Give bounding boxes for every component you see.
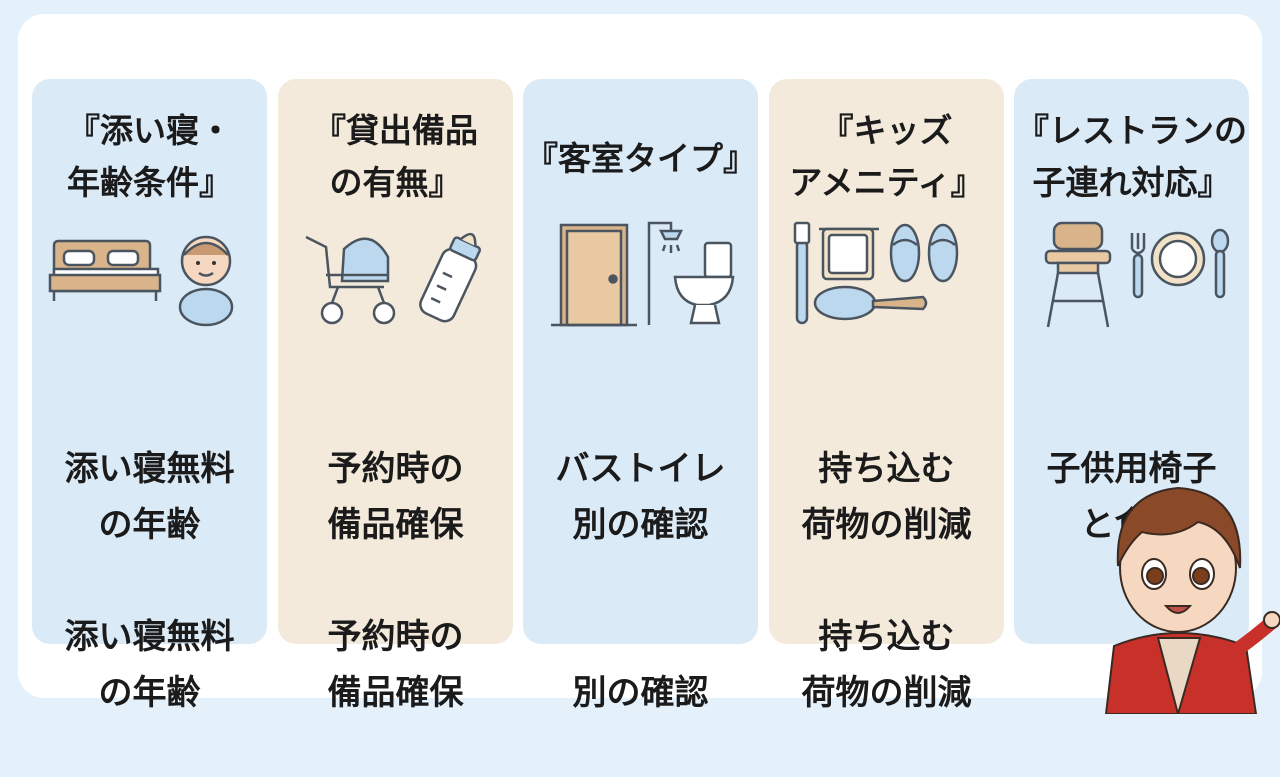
- card-line: 予約時の 備品確保: [327, 449, 464, 545]
- room-type-illustration: [551, 221, 735, 327]
- card-line: 添い寝無料 の年齢: [64, 617, 235, 713]
- card-co-sleeping: 『添い寝・ 年齢条件』 添い寝無料 の年齢 添い寝無料 の年齢: [32, 79, 267, 713]
- card-kids-amenities: 『キッズ アメニティ』 持ち込む 荷物の削減 持ち込む 荷物の削減: [769, 79, 1004, 713]
- fork-icon: [1130, 233, 1146, 299]
- card-line: 別の確認: [572, 673, 709, 713]
- card-body: バストイレ 別の確認 別の確認: [523, 385, 758, 777]
- stroller-and-bottle-illustration: [305, 232, 482, 325]
- card-body: 添い寝無料 の年齢 添い寝無料 の年齢: [32, 385, 267, 777]
- card-title: 『貸出備品 の有無』: [313, 111, 478, 202]
- mascot-body: [1104, 611, 1280, 714]
- card-title: 『添い寝・ 年齢条件』: [67, 111, 232, 202]
- amenities-illustration: [793, 221, 959, 325]
- spoon-icon: [1210, 228, 1230, 299]
- card-title: 『客室タイプ』: [525, 139, 756, 178]
- card-body: 持ち込む 荷物の削減 持ち込む 荷物の削減: [769, 385, 1004, 777]
- mascot-head: [1116, 486, 1242, 633]
- card-line: バストイレ 別の確認: [555, 449, 726, 545]
- stroller-icon: [305, 235, 396, 325]
- hairbrush-icon: [813, 285, 928, 321]
- plate-icon: [1150, 231, 1206, 287]
- mascot-boy-illustration: [1104, 486, 1280, 714]
- baby-icon: [178, 235, 234, 327]
- towel-icon: [819, 227, 879, 281]
- card-room-type: 『客室タイプ』 バストイレ 別の確認 別の確認: [523, 79, 758, 713]
- door-icon: [551, 223, 637, 327]
- card-line: 持ち込む 荷物の削減: [801, 617, 972, 713]
- card-line: 添い寝無料 の年齢: [64, 449, 235, 545]
- baby-bottle-icon: [419, 232, 482, 323]
- card-line: 持ち込む 荷物の削減: [801, 449, 972, 545]
- card-rental-items: 『貸出備品 の有無』 予約時の 備品確保 予約時の 備品確保: [278, 79, 513, 713]
- card-title: 『レストランの 子連れ対応』: [1016, 111, 1247, 202]
- bed-icon: [48, 239, 162, 301]
- high-chair-icon: [1044, 221, 1112, 328]
- restaurant-illustration: [1044, 221, 1230, 328]
- card-line: 予約時の 備品確保: [327, 617, 464, 713]
- bed-and-baby-illustration: [48, 235, 234, 327]
- card-title: 『キッズ アメニティ』: [789, 111, 984, 202]
- toothbrush-icon: [793, 221, 811, 325]
- card-body: 予約時の 備品確保 予約時の 備品確保: [278, 385, 513, 777]
- shower-icon: [647, 221, 684, 325]
- slippers-icon: [889, 223, 959, 283]
- toilet-icon: [673, 241, 735, 325]
